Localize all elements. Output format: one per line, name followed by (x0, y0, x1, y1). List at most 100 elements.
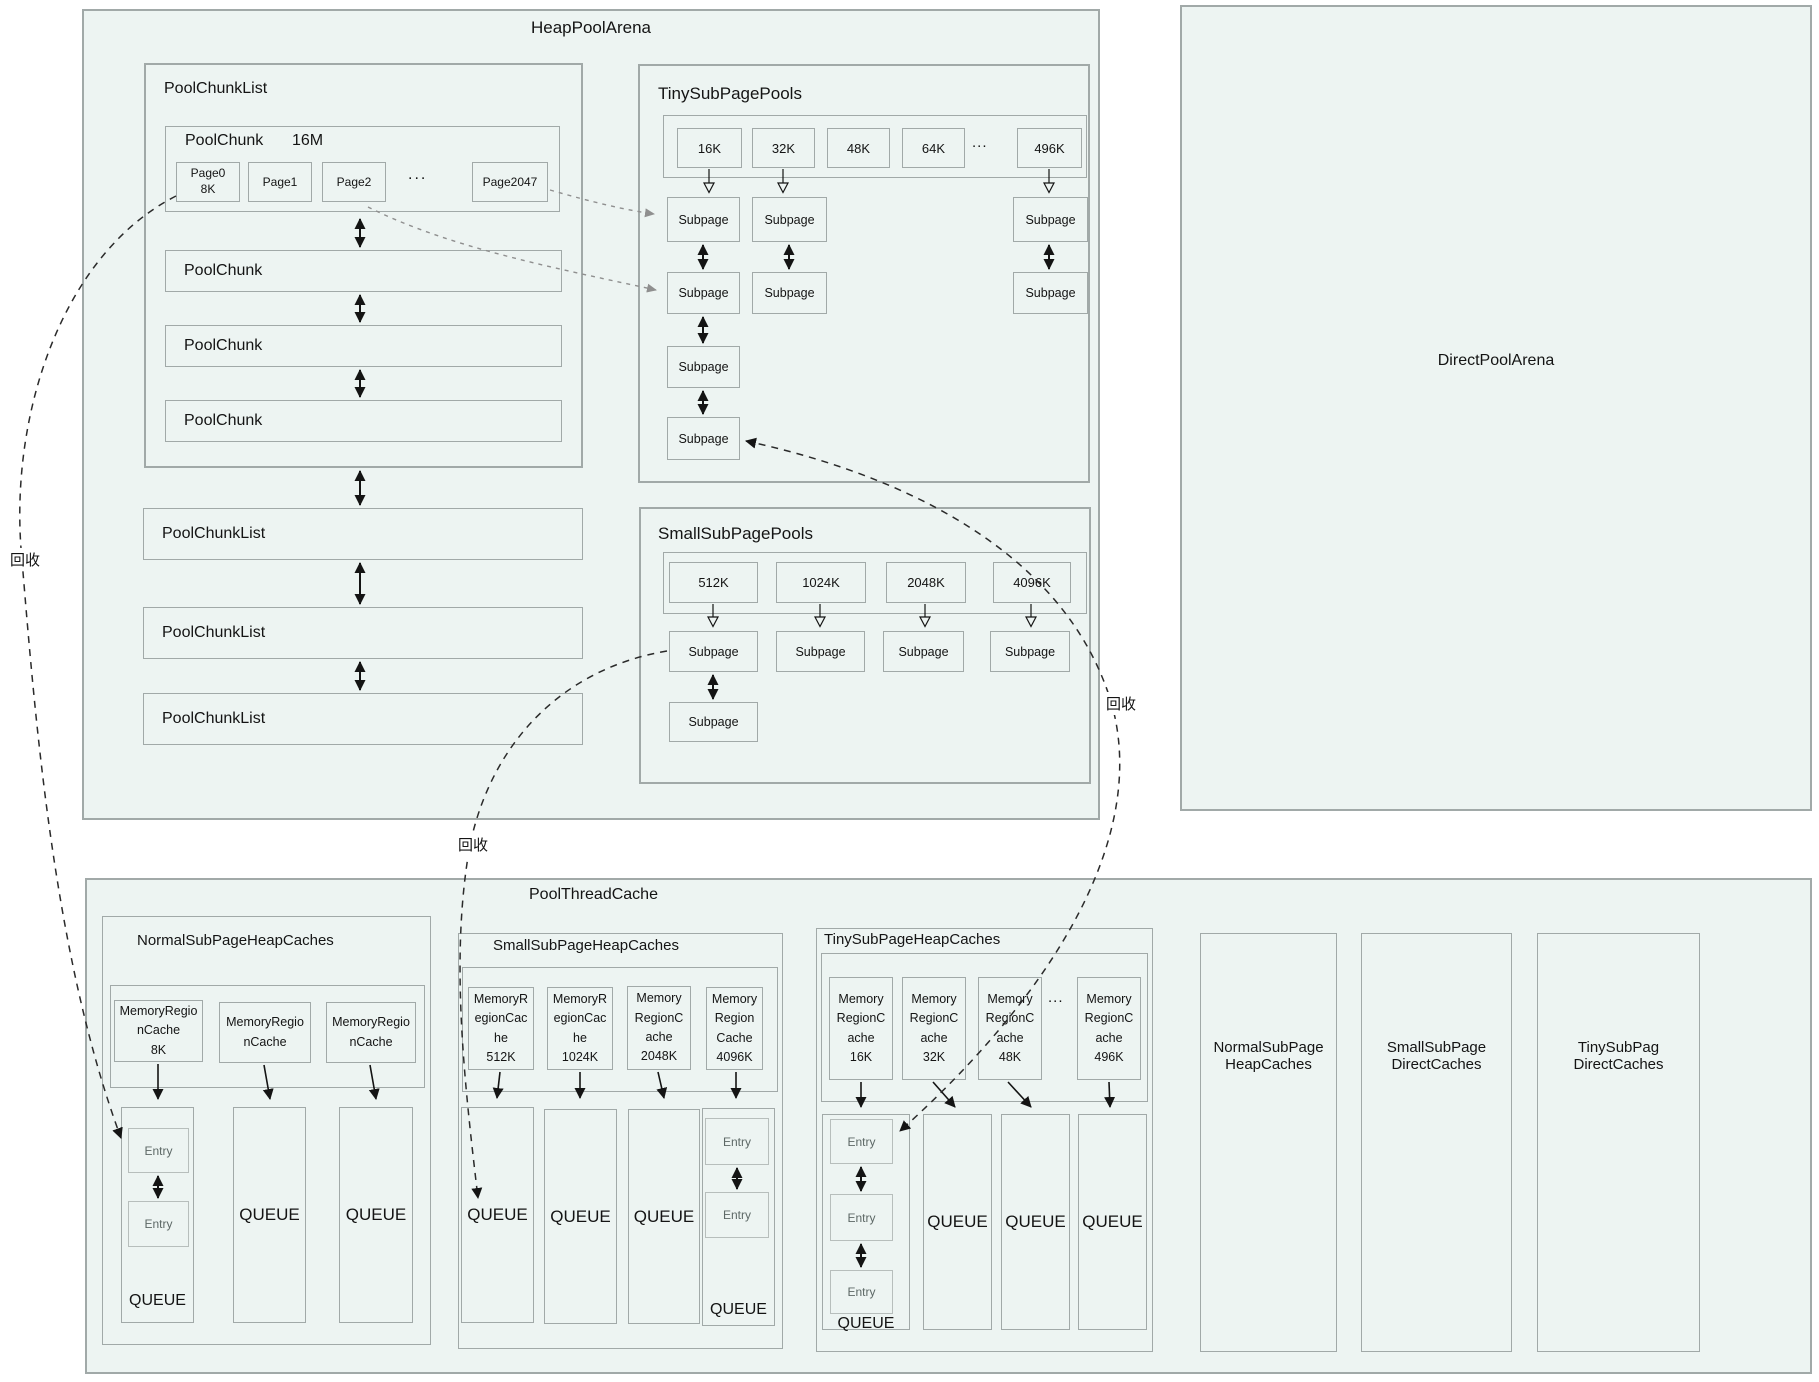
entry-box: Entry (830, 1270, 893, 1314)
tiny-heap-cache-48k: MemoryRegionCache 48K (978, 977, 1042, 1080)
direct-pool-arena-box (1180, 5, 1812, 811)
normal-heap-queue-3: QUEUE (339, 1107, 413, 1323)
tiny-size-32k: 32K (752, 128, 815, 168)
memory-region-cache-label: MemoryRegionCache (552, 991, 608, 1045)
normal-heap-cache-3: MemoryRegionCache (326, 1002, 416, 1063)
normal-subpage-heap-caches-box: NormalSubPage HeapCaches (1200, 933, 1337, 1352)
page0-box: Page0 8K (176, 162, 240, 202)
recycle-label-left: 回收 (7, 548, 44, 571)
queue-label: QUEUE (837, 1315, 895, 1332)
normal-heap-cache-8k: MemoryRegionCache 8K (114, 1000, 203, 1062)
small-heap-cache-1024k: MemoryRegionCache 1024K (547, 987, 613, 1070)
memory-region-cache-label: MemoryRegionCache (836, 991, 886, 1045)
tiny-size-496k: 496K (1017, 128, 1082, 168)
pool-chunk-size: 16M (292, 132, 324, 149)
pool-chunk-list-row-3: PoolChunkList (143, 693, 583, 745)
memory-region-cache-size: 48K (998, 1049, 1022, 1064)
memory-region-cache-label: MemoryRegionCache (634, 991, 684, 1044)
recycle-label-middle: 回收 (455, 833, 492, 856)
pool-chunk-row-1: PoolChunk (165, 250, 562, 292)
small-subpage-c1-r1: Subpage (669, 631, 758, 672)
tiny-size-64k: 64K (902, 128, 965, 168)
tiny-subpage-pools-title: TinySubPagePools (658, 84, 802, 103)
small-subpage-c4-r1: Subpage (990, 631, 1070, 672)
entry-box: Entry (128, 1128, 189, 1173)
tiny-subpage-c3-r2: Subpage (1013, 272, 1088, 314)
pool-chunk-row-2: PoolChunk (165, 325, 562, 367)
tiny-heap-cache-32k: MemoryRegionCache 32K (902, 977, 966, 1080)
pages-ellipsis: ... (408, 166, 428, 183)
queue-label: QUEUE (129, 1292, 186, 1309)
pool-chunk-list-row-2: PoolChunkList (143, 607, 583, 659)
memory-region-cache-label: MemoryRegionCache (985, 991, 1035, 1045)
small-heap-cache-512k: MemoryRegionCache 512K (468, 987, 534, 1070)
memory-region-cache-label: MemoryRegionCache (909, 991, 959, 1045)
direct-pool-arena-title: DirectPoolArena (1437, 352, 1555, 369)
normal-heap-queue-2: QUEUE (233, 1107, 306, 1323)
tiny-size-16k: 16K (677, 128, 742, 168)
memory-region-cache-size: 8K (150, 1042, 167, 1057)
memory-region-cache-label: MemoryRegionCache (1084, 991, 1134, 1045)
memory-region-cache-size: 512K (486, 1049, 516, 1064)
page2047-box: Page2047 (472, 162, 548, 202)
small-size-1024k: 1024K (776, 562, 866, 603)
page0-label: Page0 (190, 166, 226, 181)
small-heap-cache-4096k: MemoryRegionCache 4096K (706, 987, 763, 1070)
tiny-subpage-c1-r4: Subpage (667, 417, 740, 460)
tiny-heap-queue-4: QUEUE (1078, 1114, 1147, 1330)
tiny-size-48k: 48K (827, 128, 890, 168)
tiny-subpage-c1-r3: Subpage (667, 346, 740, 388)
small-subpage-pools-title: SmallSubPagePools (658, 524, 813, 543)
small-size-2048k: 2048K (886, 562, 966, 603)
small-heap-queue-1: QUEUE (461, 1107, 534, 1323)
small-size-4096k: 4096K (993, 562, 1071, 603)
memory-region-cache-label: MemoryRegionCache (711, 991, 758, 1045)
page1-box: Page1 (248, 162, 312, 202)
tiny-heap-queue-3: QUEUE (1001, 1114, 1070, 1330)
tiny-subpage-c2-r1: Subpage (752, 197, 827, 242)
pool-chunk-title: PoolChunk (185, 132, 264, 149)
queue-label: QUEUE (710, 1301, 767, 1318)
tiny-heap-ellipsis: ... (1048, 989, 1064, 1006)
small-heap-cache-2048k: MemoryRegionCache 2048K (627, 986, 691, 1070)
memory-region-cache-size: 1024K (561, 1049, 599, 1064)
memory-region-cache-label: MemoryRegionCache (332, 1015, 410, 1049)
memory-region-cache-size: 2048K (640, 1049, 678, 1064)
tiny-subpage-c2-r2: Subpage (752, 272, 827, 314)
entry-box: Entry (128, 1201, 189, 1247)
small-subpage-c2-r1: Subpage (776, 631, 865, 672)
tiny-heap-cache-496k: MemoryRegionCache 496K (1077, 977, 1141, 1080)
memory-region-cache-label: MemoryRegionCache (119, 1003, 198, 1038)
small-heap-queue-3: QUEUE (628, 1109, 700, 1324)
memory-region-cache-label: MemoryRegionCache (226, 1015, 304, 1049)
tiny-sizes-ellipsis: ... (972, 134, 988, 151)
tiny-heap-cache-16k: MemoryRegionCache 16K (829, 977, 893, 1080)
pool-thread-cache-title: PoolThreadCache (529, 886, 658, 903)
tiny-subpage-c3-r1: Subpage (1013, 197, 1088, 242)
memory-region-cache-size: 16K (849, 1049, 873, 1064)
small-subpage-c1-r2: Subpage (669, 702, 758, 742)
small-heap-queue-2: QUEUE (544, 1109, 617, 1324)
entry-box: Entry (830, 1119, 893, 1164)
normal-heap-caches-title: NormalSubPageHeapCaches (137, 932, 334, 949)
tiny-heap-queue-2: QUEUE (923, 1114, 992, 1330)
memory-region-cache-label: MemoryRegionCache (473, 991, 529, 1045)
entry-box: Entry (830, 1194, 893, 1241)
recycle-label-right: 回收 (1103, 692, 1140, 715)
normal-heap-cache-2: MemoryRegionCache (219, 1002, 311, 1063)
small-size-512k: 512K (669, 562, 758, 603)
small-heap-caches-title: SmallSubPageHeapCaches (493, 937, 679, 954)
pool-chunk-list-row-1: PoolChunkList (143, 508, 583, 560)
tiny-subpage-c1-r2: Subpage (667, 272, 740, 314)
small-subpage-direct-caches-box: SmallSubPage DirectCaches (1361, 933, 1512, 1352)
memory-region-cache-size: 4096K (716, 1049, 753, 1064)
pool-chunk-list-title: PoolChunkList (164, 80, 268, 97)
memory-region-cache-size: 496K (1094, 1049, 1124, 1064)
small-subpage-c3-r1: Subpage (883, 631, 964, 672)
page0-size: 8K (200, 182, 216, 196)
page2-box: Page2 (322, 162, 386, 202)
tiny-heap-caches-title: TinySubPageHeapCaches (824, 931, 1001, 948)
tiny-subpage-direct-caches-box: TinySubPag DirectCaches (1537, 933, 1700, 1352)
entry-box: Entry (705, 1192, 769, 1238)
tiny-subpage-c1-r1: Subpage (667, 197, 740, 242)
